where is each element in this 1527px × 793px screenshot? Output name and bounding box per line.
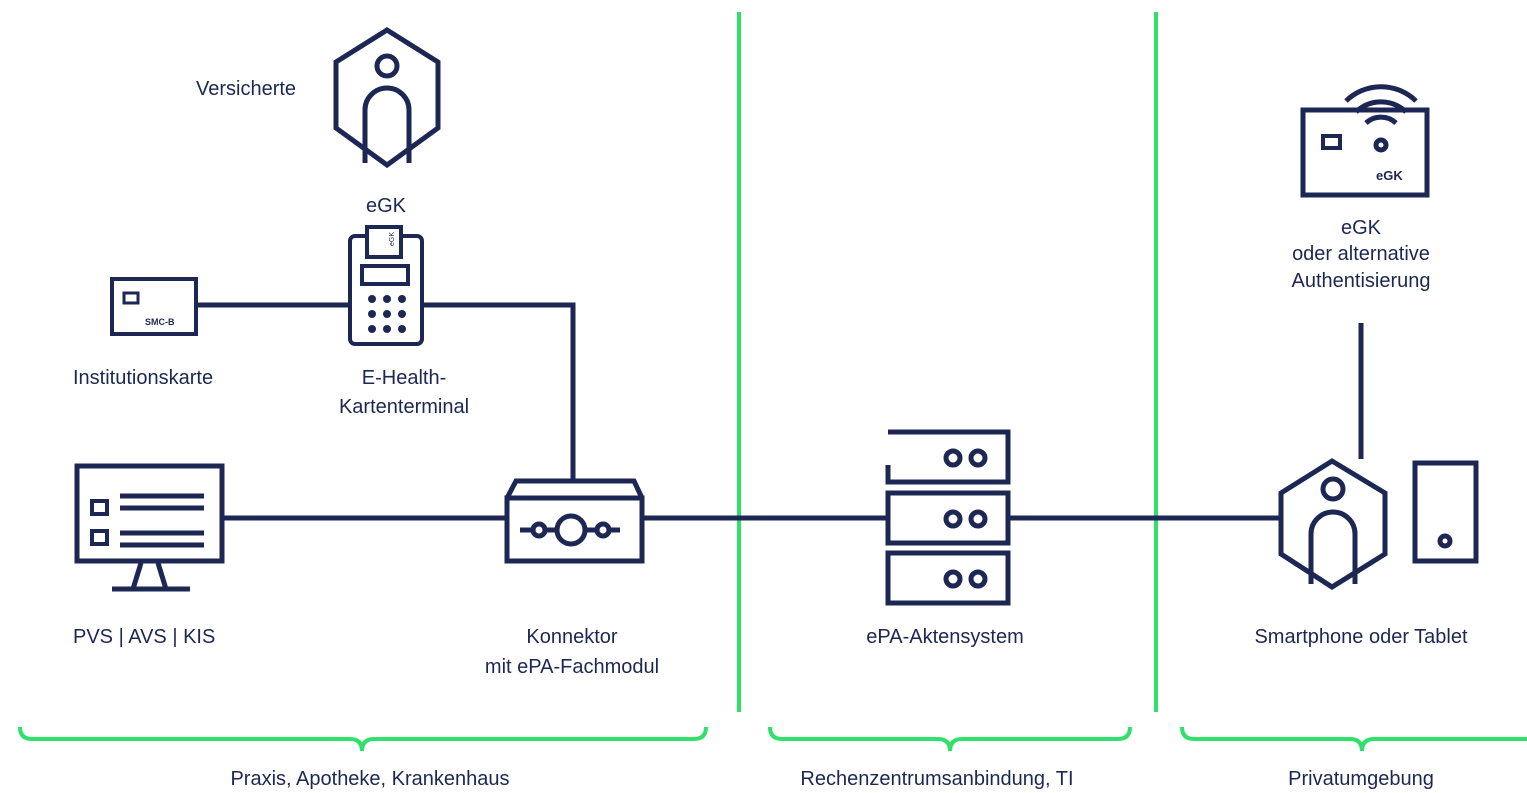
card-terminal-icon	[348, 225, 424, 346]
insured-shield-icon	[333, 27, 441, 169]
label-konnektor-line2: mit ePA-Fachmodul	[484, 656, 660, 678]
label-egk-right-line2: oder alternative	[1292, 243, 1430, 265]
label-egk-right-line3: Authentisierung	[1291, 270, 1431, 292]
monitor-icon	[74, 463, 225, 592]
label-terminal-line2: Kartenterminal	[338, 396, 470, 418]
label-smartphone: Smartphone oder Tablet	[1254, 626, 1468, 648]
connector-box-icon	[504, 478, 645, 564]
tablet-icon	[1412, 460, 1479, 564]
zone-label-praxis: Praxis, Apotheke, Krankenhaus	[230, 768, 510, 790]
connection-lines	[196, 302, 1364, 521]
label-terminal-line1: E-Health-	[361, 367, 447, 389]
server-stack-icon	[885, 429, 1011, 606]
zone-label-privat: Privatumgebung	[1288, 768, 1434, 790]
egk-contactless-card-icon	[1300, 84, 1430, 198]
label-versicherte: Versicherte	[196, 78, 297, 100]
terminal-card-text: eGK	[389, 232, 396, 246]
app-shield-icon	[1278, 458, 1388, 590]
label-pvs-avs-kis: PVS | AVS | KIS	[73, 626, 216, 648]
label-egk-right-line1: eGK	[1340, 217, 1382, 239]
egk-card-text: eGK	[1376, 168, 1403, 183]
label-konnektor-line1: Konnektor	[526, 626, 618, 648]
label-egk-top: eGK	[365, 195, 407, 217]
label-aktensystem: ePA-Aktensystem	[866, 626, 1024, 648]
zone-brace-3	[1180, 726, 1527, 752]
smcb-card-text: SMC-B	[145, 317, 175, 327]
zone-brace-1	[18, 726, 708, 752]
label-institutionskarte: Institutionskarte	[73, 367, 214, 389]
smcb-card-icon: SMC-B	[110, 277, 198, 336]
zone-brace-2	[768, 726, 1132, 752]
line-terminal-konnektor	[420, 302, 576, 481]
zone-label-rechenzentrum: Rechenzentrumsanbindung, TI	[800, 768, 1074, 790]
